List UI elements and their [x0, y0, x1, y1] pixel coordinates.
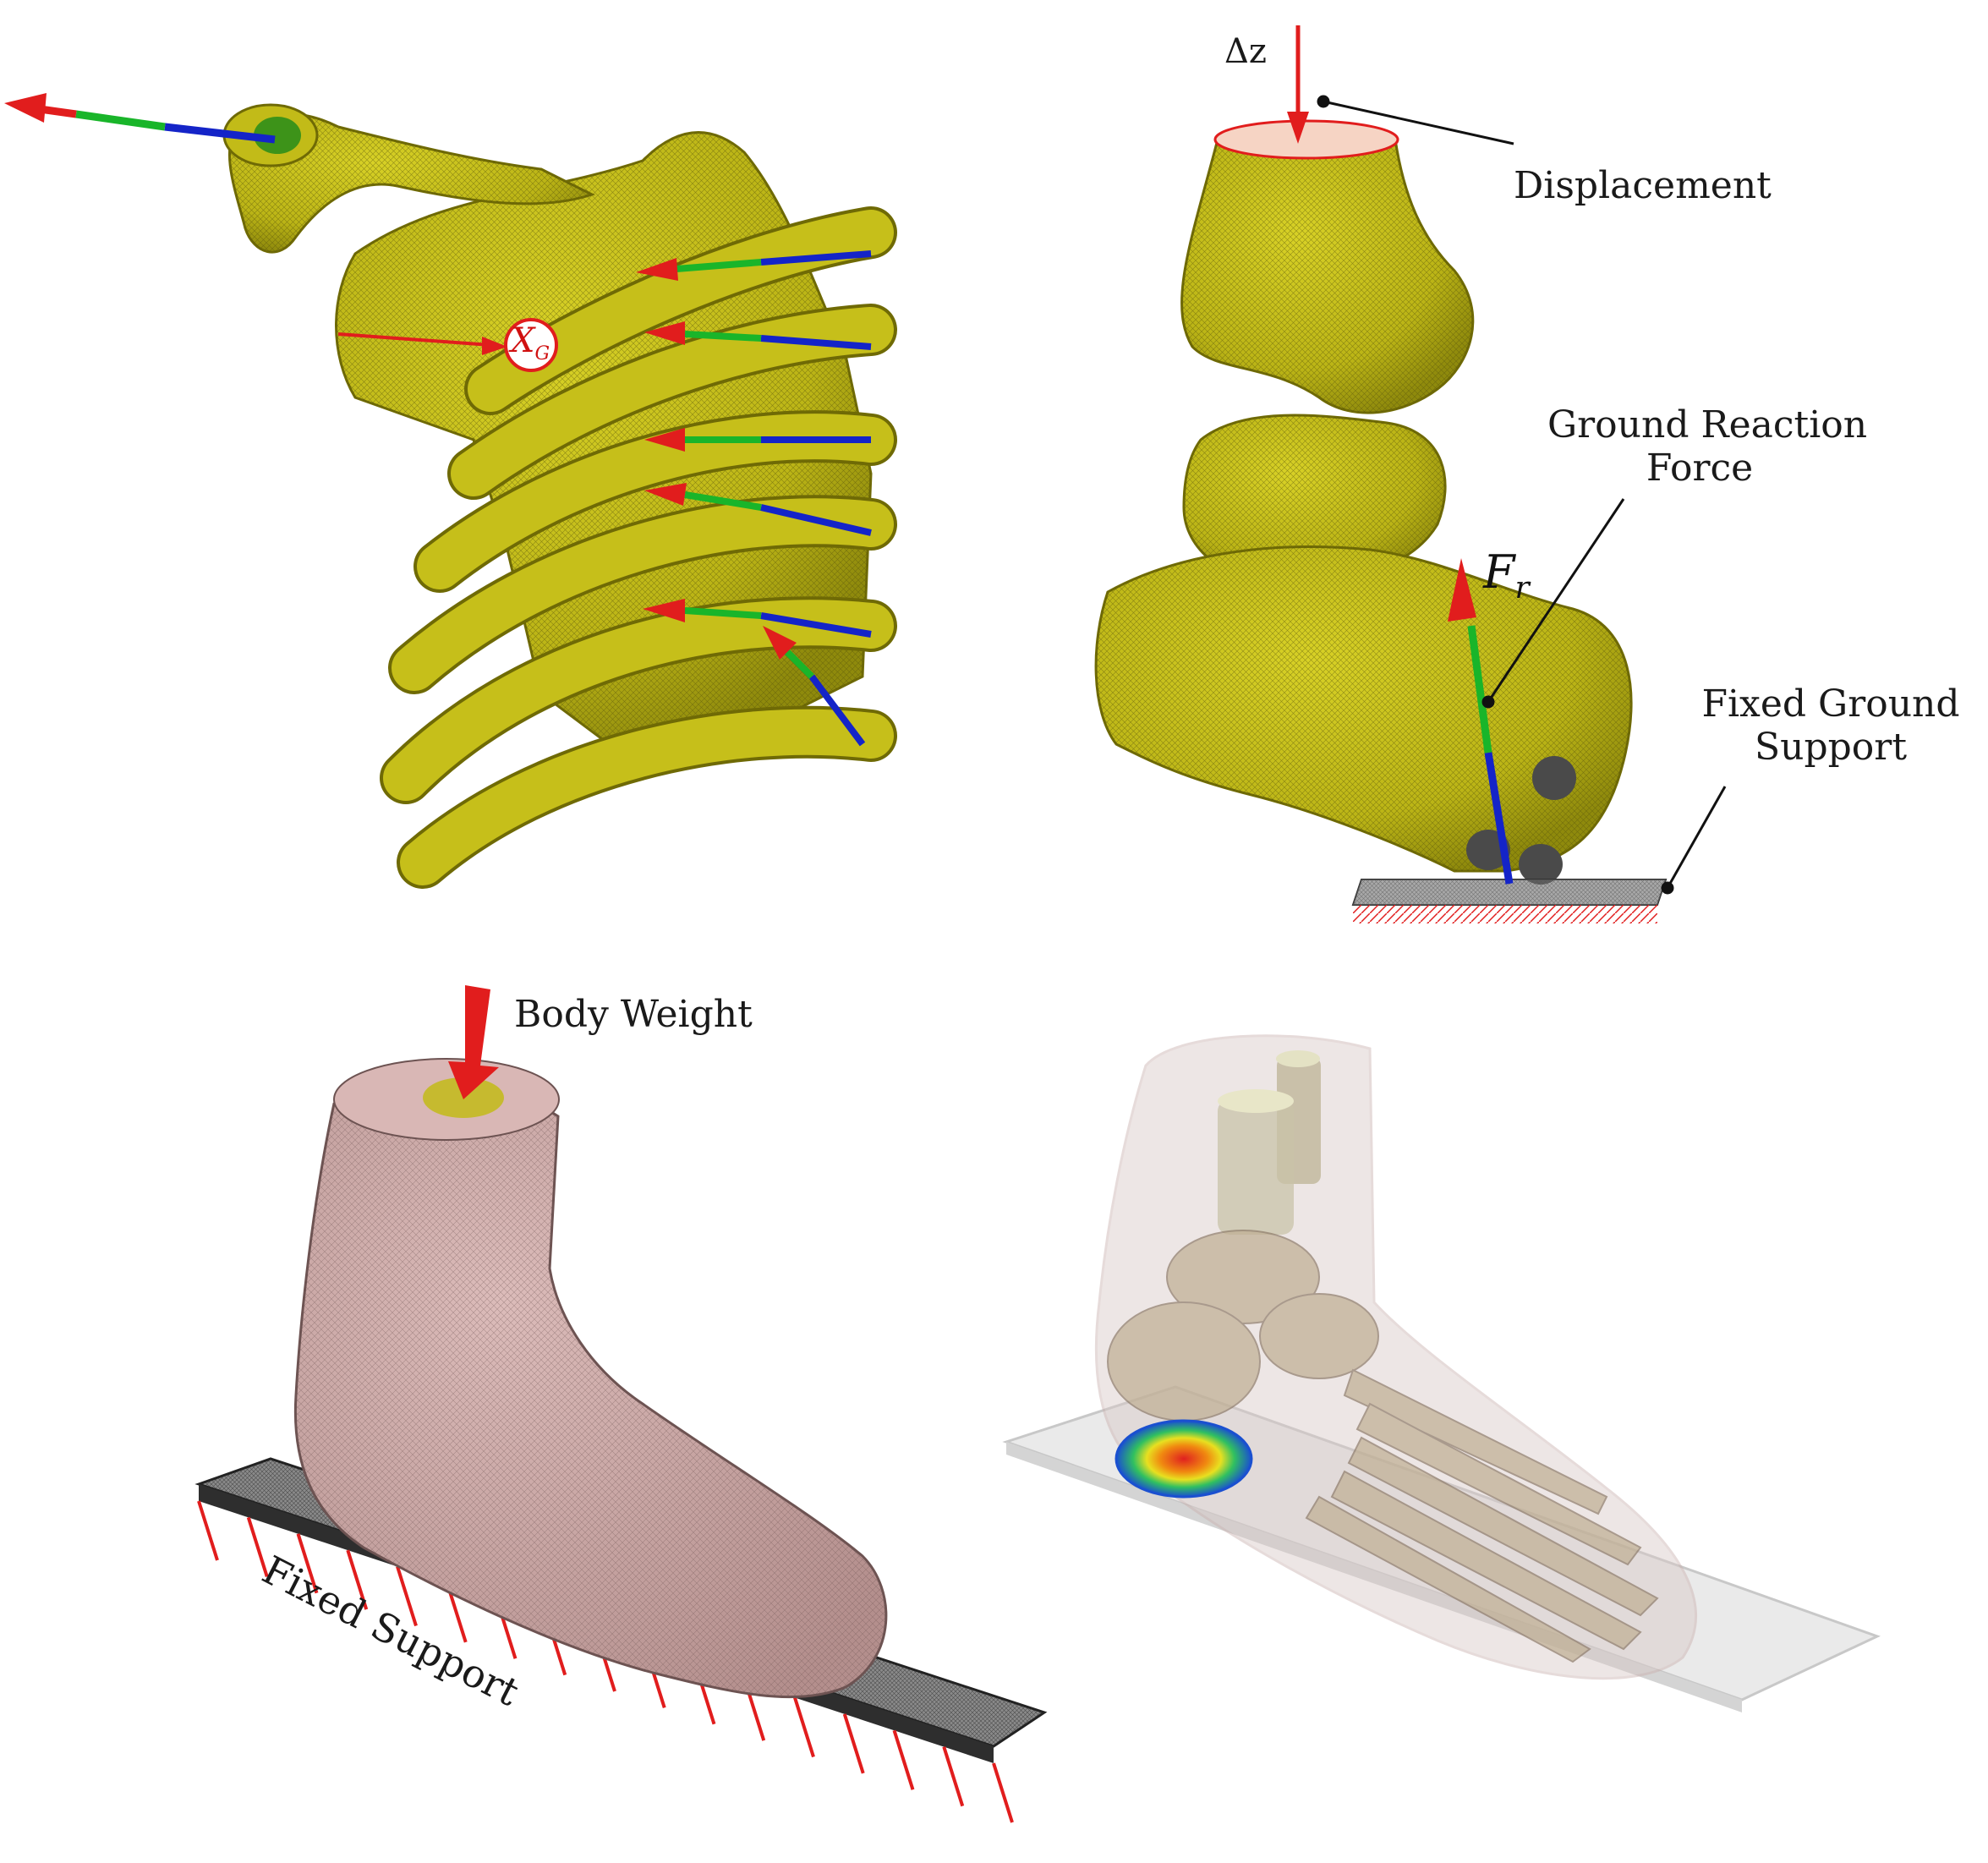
support-line [992, 1762, 1014, 1823]
support-line [246, 1516, 269, 1577]
axis-triads-ribs [636, 250, 872, 747]
grf-label: Ground Reaction Force [1547, 403, 1868, 490]
support-line [942, 1746, 965, 1807]
axis-triad-acromion [4, 93, 276, 144]
leader-lines [1317, 95, 1727, 895]
xg-marker [337, 318, 558, 372]
panel-foot-transparent [1002, 1034, 1881, 1712]
delta-z-label: Δz [1224, 32, 1267, 71]
displacement-label: Displacement [1514, 164, 1772, 207]
support-line [793, 1696, 815, 1758]
tibia-top-surface [1213, 119, 1399, 160]
foot-bones [1107, 1230, 1659, 1663]
fixed-ground-support-label: Fixed Ground Support [1701, 682, 1960, 769]
support-line [892, 1729, 915, 1790]
support-line [296, 1533, 319, 1594]
support-line [346, 1549, 369, 1610]
fr-label: Fr [1483, 545, 1530, 605]
ground-hatch [1353, 905, 1657, 923]
panel-shoulder [4, 93, 897, 889]
body-weight-arrow [448, 985, 499, 1099]
panel-foot-fixed [194, 985, 1048, 1823]
support-line [842, 1713, 865, 1774]
pressure-contour [1114, 1419, 1253, 1499]
support-line [197, 1500, 219, 1561]
xg-label: XG [511, 321, 550, 364]
grf-vector [1448, 558, 1514, 885]
support-line [396, 1565, 418, 1627]
panel-ankle [1094, 25, 1727, 923]
body-weight-label: Body Weight [514, 993, 753, 1036]
